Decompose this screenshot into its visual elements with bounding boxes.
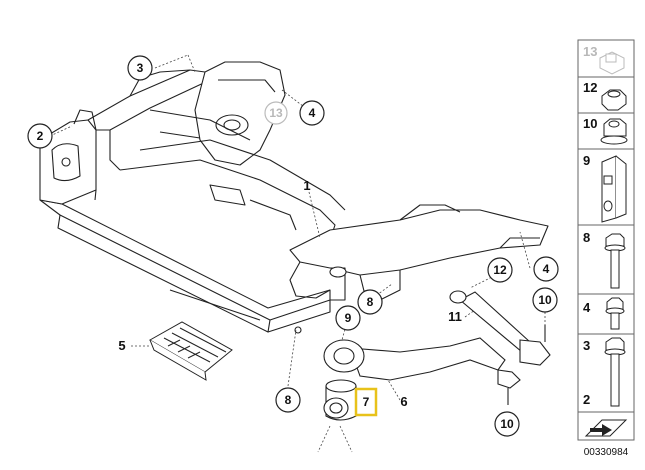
rubber-bushing-parts [323,379,357,421]
callout-13-faded[interactable]: 13 [264,101,288,125]
document-number: 00330984 [584,447,629,458]
label-5[interactable]: 5 [118,338,125,353]
label-11[interactable]: 11 [448,309,462,324]
sidebar-item-9[interactable]: 9 [583,153,627,223]
wishbone-arm [323,337,521,405]
callout-3[interactable]: 3 [127,55,153,81]
callout-10-bottom[interactable]: 10 [494,411,520,437]
direction-arrow-icon [577,411,635,441]
svg-text:8: 8 [583,230,590,245]
svg-text:13: 13 [269,106,283,120]
label-6[interactable]: 6 [400,394,407,409]
stud-bolt-icon [604,337,626,407]
bracket-clip-icon [601,155,627,223]
flange-nut-icon [600,118,628,145]
label-1[interactable]: 1 [303,178,310,193]
svg-text:9: 9 [583,153,590,168]
svg-text:4: 4 [309,106,316,120]
sidebar-item-12[interactable]: 12 [583,80,627,111]
svg-text:13: 13 [583,44,597,59]
svg-text:3: 3 [137,61,144,75]
callout-4-top[interactable]: 4 [299,100,325,126]
callout-9[interactable]: 9 [335,305,361,331]
long-bolt-icon [604,233,626,289]
svg-text:12: 12 [493,263,507,277]
tension-strut [449,290,551,366]
clip-nut-icon [599,51,625,75]
sidebar-item-13[interactable]: 13 [583,44,625,75]
sidebar-item-10[interactable]: 10 [583,116,628,145]
front-axle-subframe [39,61,549,334]
hex-nut-icon [601,89,627,111]
svg-text:12: 12 [583,80,597,95]
svg-text:3: 3 [583,338,590,353]
sidebar-item-4[interactable]: 4 [583,297,625,330]
sidebar-item-3[interactable]: 3 [583,337,626,407]
svg-text:4: 4 [543,262,550,276]
svg-text:10: 10 [500,417,514,431]
svg-text:2: 2 [37,129,44,143]
callout-12[interactable]: 12 [487,257,513,283]
sidebar-item-8[interactable]: 8 [583,230,626,289]
callout-2[interactable]: 2 [27,123,53,149]
svg-text:8: 8 [285,393,292,407]
callout-8-mid[interactable]: 8 [357,289,383,315]
callout-4-right[interactable]: 4 [533,256,559,282]
svg-text:9: 9 [345,311,352,325]
svg-text:10: 10 [538,293,552,307]
short-bolt-icon [605,297,625,330]
callout-8-bottom[interactable]: 8 [275,387,301,413]
sidebar-item-2[interactable]: 2 [583,392,590,407]
callout-7-highlighted[interactable]: 7 [354,387,378,417]
bracket-plate [148,321,233,381]
svg-text:7: 7 [363,395,370,409]
svg-text:4: 4 [583,300,591,315]
callout-10-top[interactable]: 10 [532,287,558,313]
svg-text:10: 10 [583,116,597,131]
svg-text:8: 8 [367,295,374,309]
svg-text:2: 2 [583,392,590,407]
